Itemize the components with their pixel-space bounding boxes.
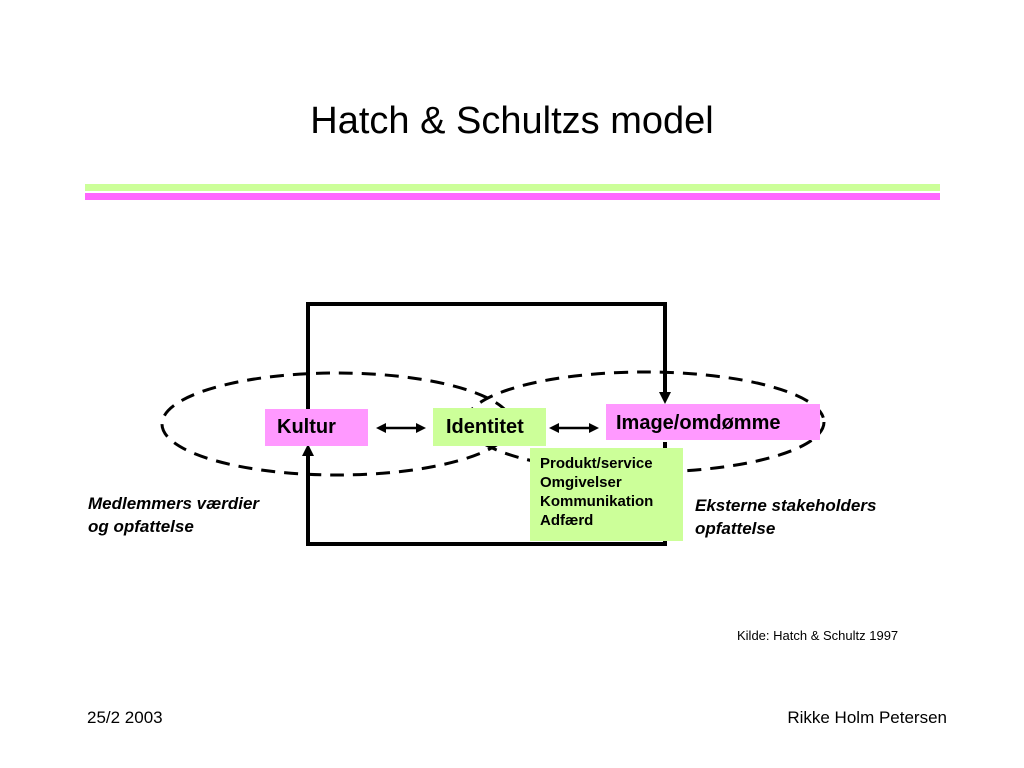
factor-item: Omgivelser [540,474,622,491]
kultur-identitet-arrowhead-left [376,423,386,433]
top-loop-arrowhead [659,392,671,404]
image-factors-box: Produkt/service Omgivelser Kommunikation… [530,448,683,541]
identitet-image-arrowhead-left [549,423,559,433]
factor-item: Produkt/service [540,455,653,472]
caption-line: opfattelse [695,519,776,538]
caption-line: Medlemmers værdier [88,494,260,513]
footer-date: 25/2 2003 [87,708,163,727]
kultur-identitet-arrowhead-right [416,423,426,433]
source-note: Kilde: Hatch & Schultz 1997 [737,628,899,643]
caption-stakeholders: Eksterne stakeholders opfattelse [695,494,876,540]
identitet-image-arrowhead-right [589,423,599,433]
image-omdomme-box: Image/omdømme [606,404,820,440]
bottom-loop-arrowhead [302,444,314,456]
kultur-box: Kultur [265,409,368,446]
identitet-box: Identitet [433,408,546,446]
top-loop-connector [306,302,667,409]
factor-item: Adfærd [540,512,594,529]
caption-members: Medlemmers værdier og opfattelse [88,492,259,538]
slide-title: Hatch & Schultzs model [310,100,714,142]
factor-item: Kommunikation [540,493,654,510]
title-rule-pink [85,193,940,200]
title-rule-green [85,184,940,191]
footer-author: Rikke Holm Petersen [787,708,947,727]
caption-line: Eksterne stakeholders [695,496,877,515]
caption-line: og opfattelse [88,517,194,536]
